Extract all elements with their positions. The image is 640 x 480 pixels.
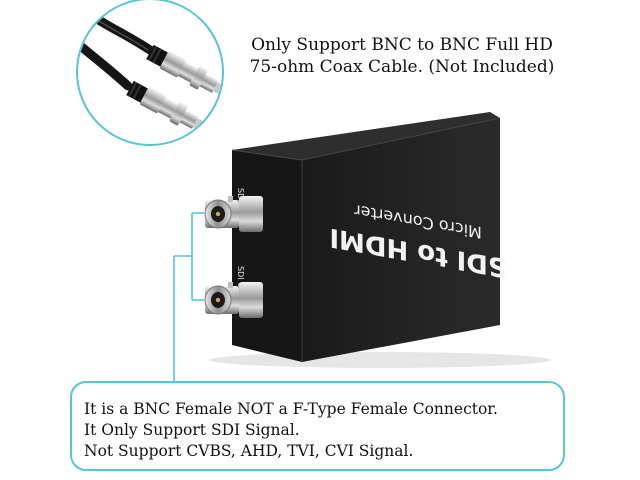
bnc-port-top <box>204 196 263 232</box>
note-line-1: It is a BNC Female NOT a F-Type Female C… <box>84 400 498 418</box>
cable-inset <box>76 0 224 146</box>
cable-caption-line1: Only Support BNC to BNC Full HD <box>251 35 553 55</box>
cable-caption-line2: 75-ohm Coax Cable. (Not Included) <box>249 57 555 77</box>
callout-lines <box>173 212 204 383</box>
note-line-3: Not Support CVBS, AHD, TVI, CVI Signal. <box>84 442 414 460</box>
cable-caption: Only Support BNC to BNC Full HD 75-ohm C… <box>222 34 582 78</box>
bnc-port-bottom <box>204 282 263 318</box>
connector-note-box: It is a BNC Female NOT a F-Type Female C… <box>70 381 565 471</box>
note-line-2: It Only Support SDI Signal. <box>84 421 300 439</box>
